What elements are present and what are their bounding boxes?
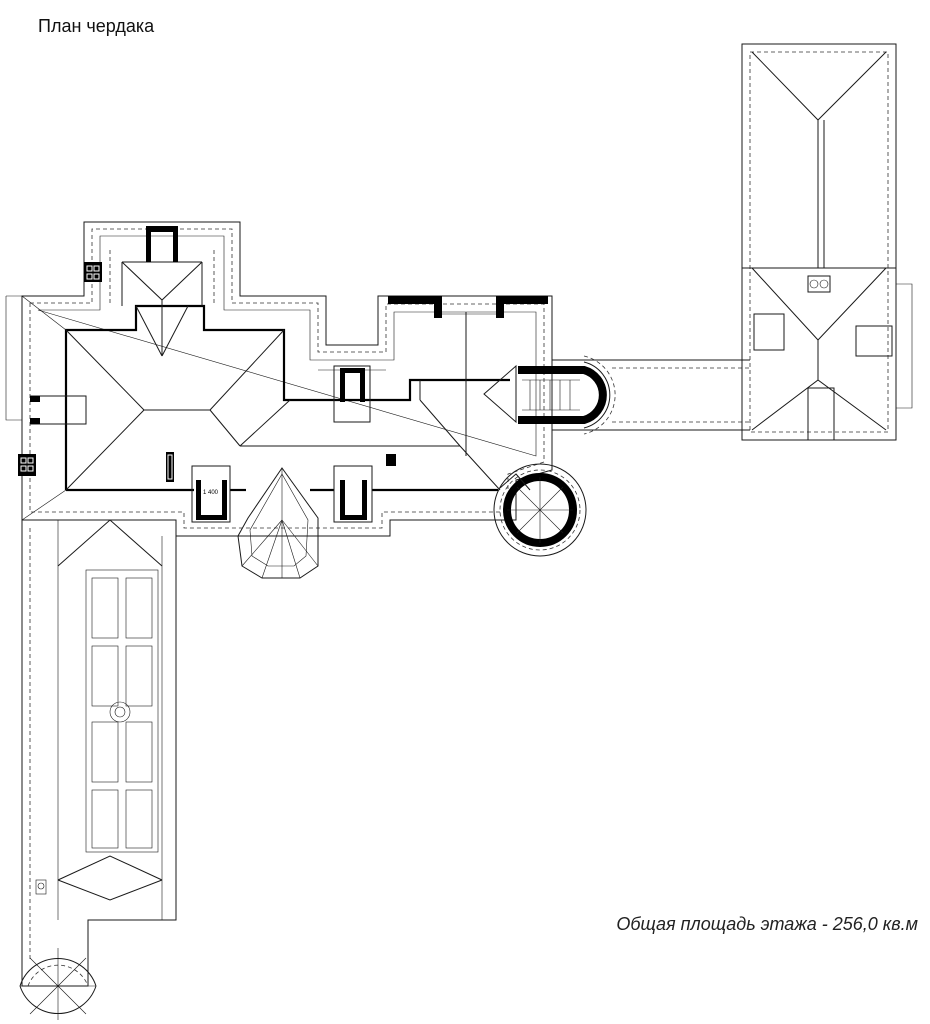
main-roof bbox=[5, 221, 553, 537]
south-wing-roof bbox=[21, 519, 177, 987]
octagonal-bay bbox=[237, 467, 319, 579]
connecting-gallery bbox=[483, 355, 750, 435]
dimension-label: 1 400 bbox=[203, 490, 219, 496]
dormer-windows bbox=[18, 226, 548, 523]
area-note: Общая площадь этажа - 256,0 кв.м bbox=[616, 914, 918, 934]
east-wing-roof bbox=[741, 43, 913, 441]
spiral-stair-tower bbox=[493, 463, 587, 557]
corner-tower bbox=[19, 948, 97, 1020]
page-title: План чердака bbox=[38, 16, 155, 36]
